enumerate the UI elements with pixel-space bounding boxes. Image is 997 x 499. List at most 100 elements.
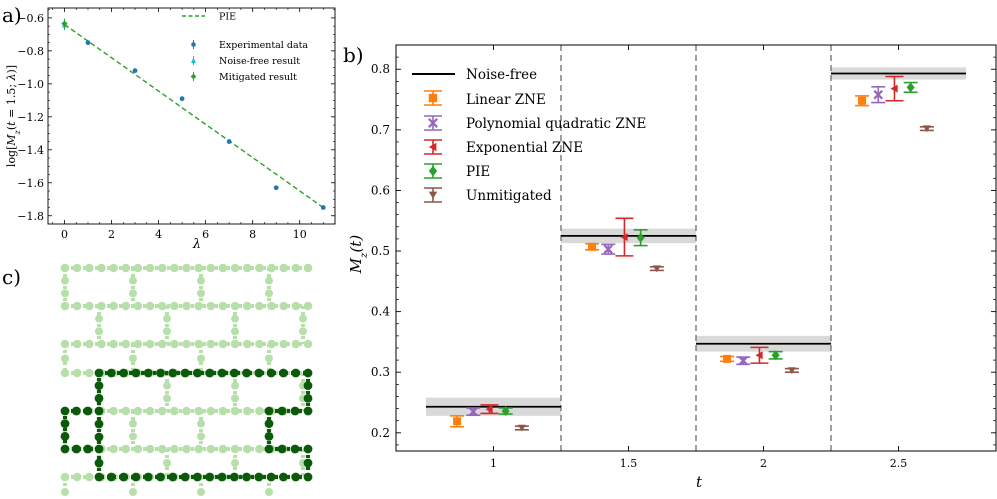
c-active-qubit [106,368,116,378]
c-active-qubit [119,368,128,378]
c-active-qubit [131,472,141,482]
c-active-qubit [303,406,313,416]
c-qubit [231,459,239,467]
c-active-qubit [264,444,274,454]
c-qubit [299,327,307,336]
c-qubit [129,276,137,285]
c-qubit [61,276,69,285]
c-active-qubit [60,419,70,429]
c-active-qubit [217,472,227,482]
c-qubit [197,289,205,298]
legend-b-pie-label: PIE [466,164,490,180]
a-y-tick-label: −0.8 [17,45,44,58]
c-qubit [121,263,131,273]
c-qubit [206,301,216,311]
c-qubit [72,339,82,349]
c-qubit [163,327,171,336]
c-qubit [133,301,143,311]
b-y-tick-label: 0.6 [371,183,390,197]
c-active-qubit [156,368,165,378]
c-qubit [242,263,252,273]
c-qubit [109,444,118,454]
c-qubit [218,339,228,349]
c-qubit [133,444,143,454]
b-marker-square [858,96,867,105]
c-qubit [291,301,301,311]
a-x-tick-label: 8 [249,228,256,241]
b-marker-tri-down [652,265,661,273]
b-x-tick-label: 2 [760,457,767,470]
c-active-qubit [303,472,313,482]
c-active-qubit [71,406,81,416]
legend-experimental-label: Experimental data [219,40,308,51]
b-marker-square [588,242,597,251]
c-qubit [170,406,179,416]
c-qubit [72,301,82,311]
c-qubit [85,472,94,482]
a-x-tick-label: 4 [155,228,162,241]
panel-b-label: b) [343,43,364,67]
panel-c-lattice [60,263,313,496]
c-active-qubit [277,406,287,416]
c-active-qubit [264,419,274,429]
legend-b-marker-diamond [428,165,438,177]
c-qubit [267,301,276,311]
c-qubit [279,339,289,349]
c-active-qubit [217,368,227,378]
c-active-qubit [180,472,190,482]
c-qubit [133,339,143,349]
b-marker-tri-left [620,233,628,242]
c-active-qubit [303,444,313,454]
c-qubit [129,289,137,298]
c-qubit [157,406,167,416]
panel-a-legend: PIE Experimental data Noise-free result … [182,12,308,83]
c-qubit [109,263,118,273]
c-qubit [197,432,205,441]
c-qubit [95,314,103,323]
c-qubit [299,314,307,323]
c-active-qubit [192,472,202,482]
c-qubit [163,459,171,467]
c-active-qubit [266,368,276,378]
a-experimental-point [226,139,232,144]
c-active-qubit [303,368,313,378]
c-active-qubit [106,472,116,482]
c-qubit [242,406,252,416]
c-qubit [145,301,155,311]
b-marker-tri-down [517,424,526,432]
c-qubit [129,419,137,428]
c-qubit [157,301,167,311]
b-marker-x [738,355,749,366]
c-qubit [265,289,273,298]
c-qubit [279,301,289,311]
c-qubit [133,406,143,416]
b-marker-diamond [771,350,780,361]
c-active-qubit [279,368,288,378]
legend-pie-label: PIE [219,12,236,23]
b-x-tick-label: 2.5 [890,457,908,470]
c-qubit [291,339,301,349]
legend-b-marker-tri-down [428,191,438,199]
b-marker-diamond [906,82,915,93]
c-active-qubit [291,472,301,482]
c-qubit [157,339,167,349]
c-qubit [218,301,228,311]
b-x-tick-label: 1.5 [620,457,638,470]
legend-experimental-marker [191,42,196,47]
c-qubit [72,368,82,378]
a-y-tick-label: −1.0 [17,78,44,91]
c-qubit [194,444,203,454]
legend-b-marker-x [428,118,438,128]
c-qubit [206,263,216,273]
c-active-qubit [168,472,178,482]
c-qubit [279,263,289,273]
c-qubit [242,339,252,349]
b-marker-square [723,354,732,363]
legend-mitigated-label: Mitigated result [219,72,297,83]
c-qubit [109,301,118,311]
a-pie-fit-line [64,23,324,209]
a-experimental-point [85,40,91,46]
c-qubit [157,444,167,454]
legend-b-marker-square [428,93,438,103]
b-y-tick-label: 0.7 [371,123,390,137]
